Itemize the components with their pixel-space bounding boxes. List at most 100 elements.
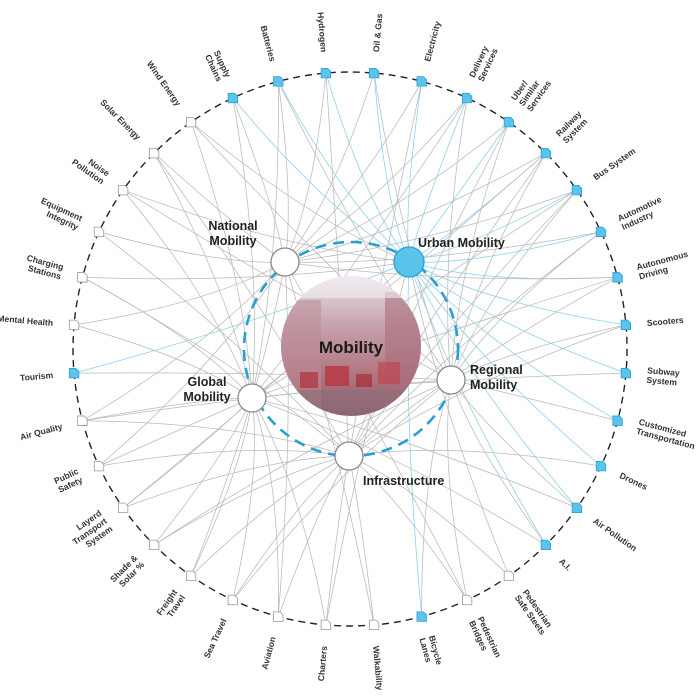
connection-line [450,379,578,509]
outer-node[interactable]: Electricity [416,20,443,87]
outer-node[interactable]: PublicSafety [52,460,105,495]
outer-node[interactable]: Batteries [259,24,284,87]
connection-line [122,189,253,399]
outer-node[interactable]: Scooters [620,315,684,331]
outer-node[interactable]: SupplyChains [203,49,239,104]
connection-line [251,397,578,509]
hub-infrastructure[interactable]: Infrastructure [334,441,444,488]
outer-node[interactable]: SubwaySystem [620,365,680,387]
outer-node[interactable]: Air Quality [19,415,88,442]
connection-line [277,261,289,617]
node-label: Solar Energy [98,97,143,142]
outer-node[interactable]: PedestrianBridges [461,594,503,663]
connection-line [232,379,452,601]
outer-node[interactable]: AutonomousDriving [612,249,692,283]
connection-line [447,379,468,601]
node-document-icon [68,319,80,331]
node-label: LayerdTransportSystem [65,508,115,555]
node-label: Oil & Gas [371,13,384,53]
connection-line [73,324,253,399]
node-document-icon [227,92,239,104]
outer-node[interactable]: Hydrogen [316,12,332,79]
node-document-icon [503,116,515,128]
node-label: Aviation [259,636,277,671]
outer-node[interactable]: Walkability [368,619,385,691]
connection-line [251,97,468,399]
connection-line [82,261,410,280]
hub-label: Urban Mobility [418,236,505,250]
outer-dashed-ring [72,71,628,627]
outer-node[interactable]: DeliveryServices [461,43,500,104]
outer-node[interactable]: Aviation [259,611,284,671]
connection-line [408,189,578,263]
connection-line [232,455,350,601]
node-document-icon [77,415,88,426]
outer-node[interactable]: Tourism [20,367,80,383]
connection-line [408,261,547,546]
connection-line [153,455,350,546]
connection-line [284,189,578,263]
node-label: Drones [618,470,649,492]
hub-urban[interactable]: Urban Mobility [393,236,505,278]
connection-line [190,121,253,399]
connection-line [284,97,468,263]
connection-line [190,397,253,577]
center-label: Mobility [319,338,384,357]
node-label: BicycleLanes [418,634,445,668]
connection-line [348,324,627,457]
outer-node[interactable]: Charters [316,619,332,682]
node-label: Walkability [371,645,385,690]
outer-node[interactable]: RailwaySystem [540,109,591,159]
node-document-icon [273,76,284,87]
outer-node[interactable]: LayerdTransportSystem [65,502,129,555]
connection-line [408,261,627,374]
outer-node[interactable]: NoisePollution [70,149,129,196]
connection-line [98,231,286,263]
outer-node[interactable]: Uber/SimilarServices [503,67,553,128]
outer-node[interactable]: Bus System [571,146,638,196]
node-document-icon [117,184,129,196]
node-label: EquipmentIntegrity [36,195,85,232]
node-label: Mental Health [0,313,54,328]
outer-node[interactable]: PedestrianSafe Steets [503,570,555,637]
node-label: FreightTravel [154,587,187,622]
node-label: RailwaySystem [554,109,591,146]
outer-node[interactable]: A.I. [540,539,574,573]
outer-node[interactable]: Drones [595,460,649,492]
node-document-icon [540,539,552,551]
outer-node[interactable]: CustomizedTransportation [612,415,699,451]
connection-line [407,81,423,263]
node-document-icon [93,226,105,238]
node-label: Air Pollution [591,516,639,553]
center-node[interactable]: Mobility [281,276,425,420]
outer-node[interactable]: FreightTravel [154,570,197,622]
outer-node[interactable]: ChargingStations [23,253,88,283]
node-label: Uber/SimilarServices [509,67,553,113]
outer-node[interactable]: Shade &Solar % [108,539,160,591]
outer-node[interactable]: Oil & Gas [368,13,384,79]
outer-node[interactable]: Air Pollution [571,502,639,553]
connection-line [190,455,350,577]
outer-node[interactable]: EquipmentIntegrity [36,195,105,238]
connection-line [421,379,452,617]
outer-node[interactable]: Wind Energy [145,59,197,128]
connection-line [251,397,547,546]
outer-node[interactable]: AutomotiveIndustry [595,194,667,238]
outer-node[interactable]: Solar Energy [98,97,160,159]
node-document-icon [416,611,427,622]
connection-line [251,397,279,617]
node-document-icon [227,594,239,606]
outer-node[interactable]: Sea Travel [202,594,239,660]
outer-node[interactable]: BicycleLanes [416,611,445,669]
node-document-icon [620,367,632,379]
node-document-icon [461,92,473,104]
outer-node[interactable]: Mental Health [0,313,80,331]
node-document-icon [612,415,623,426]
node-document-icon [503,570,515,582]
connection-line [348,231,602,457]
